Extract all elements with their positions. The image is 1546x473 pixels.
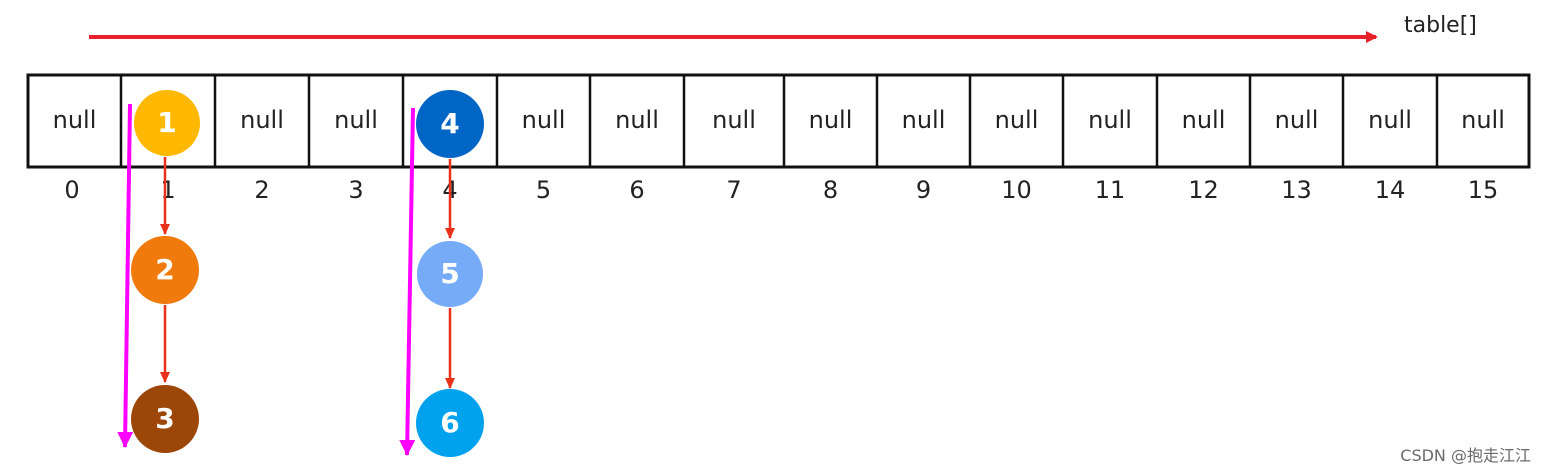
table-index-13: 13 bbox=[1281, 176, 1312, 204]
bucket-1-traverse-arrow bbox=[117, 103, 134, 448]
nodes: 1 2 3 4 5 6 bbox=[131, 90, 484, 457]
node-6: 6 bbox=[416, 389, 484, 457]
table-index-7: 7 bbox=[726, 176, 741, 204]
table-index-14: 14 bbox=[1375, 176, 1406, 204]
table-cell-value-6: null bbox=[615, 106, 659, 134]
node-2: 2 bbox=[131, 236, 199, 304]
table-index-9: 9 bbox=[916, 176, 931, 204]
node-3-circle bbox=[131, 385, 199, 453]
table-cell-value-3: null bbox=[334, 106, 378, 134]
table-index-6: 6 bbox=[629, 176, 644, 204]
node-6-circle bbox=[416, 389, 484, 457]
node-4-label: 4 bbox=[440, 107, 459, 140]
table-index-1: 1 bbox=[160, 176, 175, 204]
table-index-12: 12 bbox=[1188, 176, 1219, 204]
table-cell-value-15: null bbox=[1461, 106, 1505, 134]
table-index-2: 2 bbox=[254, 176, 269, 204]
node-5: 5 bbox=[417, 241, 483, 307]
table-index-5: 5 bbox=[536, 176, 551, 204]
table-cell-value-13: null bbox=[1275, 106, 1319, 134]
node-1: 1 bbox=[134, 90, 200, 156]
table-cell-value-8: null bbox=[809, 106, 853, 134]
table-title: table[] bbox=[1404, 13, 1477, 38]
table-index-8: 8 bbox=[823, 176, 838, 204]
table-cell-value-9: null bbox=[902, 106, 946, 134]
node-5-label: 5 bbox=[440, 257, 459, 290]
node-3-label: 3 bbox=[155, 402, 174, 435]
table-cell-value-2: null bbox=[240, 106, 284, 134]
table-cell-value-7: null bbox=[712, 106, 756, 134]
table-index-10: 10 bbox=[1001, 176, 1032, 204]
watermark: CSDN @抱走江江 bbox=[1400, 446, 1531, 465]
node-1-label: 1 bbox=[157, 106, 176, 139]
table-index-3: 3 bbox=[348, 176, 363, 204]
table-cell-value-12: null bbox=[1182, 106, 1226, 134]
node-2-label: 2 bbox=[155, 253, 174, 286]
bucket-4-traverse-arrow bbox=[399, 107, 416, 456]
node-6-label: 6 bbox=[440, 406, 459, 439]
node-2-circle bbox=[131, 236, 199, 304]
node-4-circle bbox=[416, 90, 484, 158]
table-border bbox=[26, 73, 1531, 169]
table-grid: null 0 1 null 2 null 3 4 null 5 null 6 null 7 null 8 nul… bbox=[26, 73, 1531, 204]
table-cell-value-11: null bbox=[1088, 106, 1132, 134]
node-3: 3 bbox=[131, 385, 199, 453]
table-index-11: 11 bbox=[1095, 176, 1126, 204]
table-cell-value-0: null bbox=[53, 106, 97, 134]
table-cell-value-14: null bbox=[1368, 106, 1412, 134]
table-index-15: 15 bbox=[1468, 176, 1499, 204]
node-4: 4 bbox=[416, 90, 484, 158]
table-cell-value-10: null bbox=[995, 106, 1039, 134]
node-1-circle bbox=[134, 90, 200, 156]
node-5-circle bbox=[417, 241, 483, 307]
table-index-0: 0 bbox=[64, 176, 79, 204]
table-cell-value-5: null bbox=[522, 106, 566, 134]
